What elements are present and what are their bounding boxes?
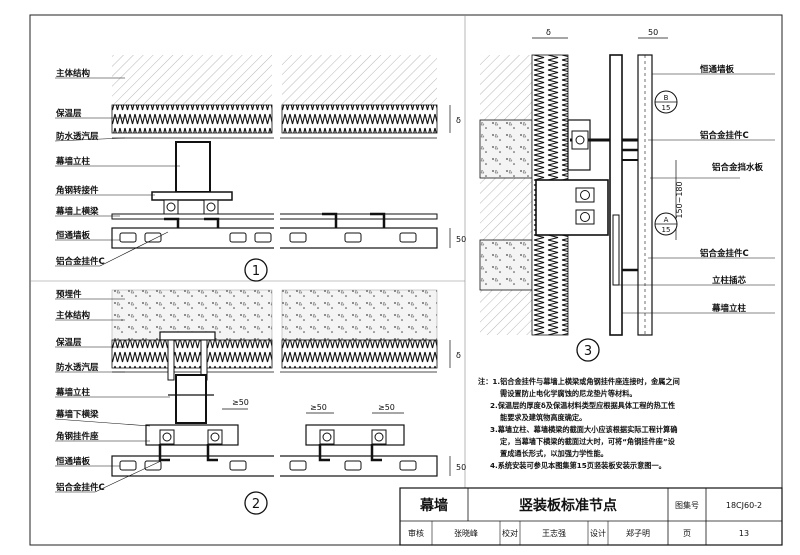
bolt [163,199,179,215]
bolt [575,187,595,203]
atlas-label: 图集号 [675,500,699,510]
main-structure [281,289,438,341]
label-lower-beam: 幕墙下横梁 [55,409,99,420]
curtain-wall-post [609,54,623,336]
main-structure-hatch [112,55,272,105]
title-sub: 竖装板标准节点 [519,497,617,514]
main-structure-hatch [282,55,437,105]
label-hanger-lower: 铝合金挂件C [700,248,749,259]
insulation-layer [281,339,438,369]
designer-name: 郑子明 [626,528,650,538]
label-angle-seat: 角钢挂件座 [56,431,99,442]
label-hanger: 铝合金挂件C [56,256,105,267]
dim-panel-label: 50 [456,463,466,472]
post-core [612,214,620,286]
note-line: 注：1.铝合金挂件与幕墙上横梁或角钢挂件座连接时，金属之间 [478,377,680,386]
insulation-layer [111,104,273,134]
note-line: 置成通长形式，以加强力学性能。 [500,449,608,458]
dim-spacing-b: ≥50 [310,403,327,412]
note-line: 能要求及建筑物高度确定。 [500,413,586,422]
embedded-part [159,331,216,341]
label-panel: 恒通墙板 [700,64,735,75]
bolt [319,429,335,445]
dim-spacing-a: ≥50 [232,398,249,407]
label-hanger: 铝合金挂件C [56,482,105,493]
label-post: 幕墙立柱 [55,156,91,167]
bolt [203,199,219,215]
slab-concrete [479,119,533,179]
callout-b: B 15 [654,90,678,114]
detail-3-marker [576,338,600,362]
note-line: 3.幕墙立柱、幕墙横梁的截面大小应该根据实际工程计算确 [490,425,677,434]
design-label: 设计 [590,528,606,538]
insulation-layer [281,104,438,134]
detail-2-labels: 预埋件 主体结构 保温层 防水透汽层 幕墙立柱 幕墙下横梁 角钢挂件座 恒通墙板… [54,289,170,493]
label-embedded-part: 预埋件 [56,289,82,300]
label-waterproof: 防水透汽层 [56,131,99,142]
label-panel: 恒通墙板 [56,456,91,467]
bolt [571,130,589,150]
anchor-bracket [535,179,609,236]
detail-2-number: 2 [252,497,260,512]
label-panel: 恒通墙板 [56,230,91,241]
note-line: 4.系统安装可参见本图集第15页竖装板安装示意图一。 [490,461,666,470]
label-post-core: 立柱插芯 [712,275,747,286]
dim-panel-label: 50 [456,235,466,244]
label-water-stop: 铝合金挡水板 [712,162,764,173]
callout-b-page: 15 [662,104,671,112]
dim-spacing-c: ≥50 [378,403,395,412]
checker-name: 王志强 [542,528,566,538]
bolt [207,429,223,445]
label-insulation: 保温层 [55,337,82,348]
dim-panel-label: 50 [648,28,658,37]
label-upper-beam: 幕墙上横梁 [55,206,99,217]
detail-1: δ 50 主体结构 保温层 防水透汽层 幕墙立柱 角钢转接件 幕墙上横梁 恒通墙… [54,50,466,282]
label-main-structure: 主体结构 [56,68,91,79]
label-post: 幕墙立柱 [711,303,747,314]
main-structure-hatch [480,55,532,335]
curtain-wall-post [175,374,207,424]
detail-3-number: 3 [584,344,592,359]
callout-a: A 15 [654,212,678,236]
note-line: 需设置防止电化学腐蚀的尼龙垫片等材料。 [500,389,637,398]
curtain-wall-post [175,141,211,193]
notes-block: 注：1.铝合金挂件与幕墙上横梁或角钢挂件座连接时，金属之间 需设置防止电化学腐蚀… [478,377,680,470]
dim-thickness-label: δ [456,116,461,125]
reviewer-name: 张晓峰 [454,528,478,538]
bolt [371,429,387,445]
page-number: 13 [739,529,749,538]
dim-thickness-label: δ [456,351,461,360]
detail-1-number: 1 [252,264,260,279]
label-hanger-upper: 铝合金挂件C [700,130,749,141]
detail-1-labels: 主体结构 保温层 防水透汽层 幕墙立柱 角钢转接件 幕墙上横梁 恒通墙板 铝合金… [54,68,180,267]
detail-2-marker [244,491,268,515]
title-main: 幕墙 [419,497,448,514]
page-label: 页 [683,529,691,538]
slab-concrete [479,239,533,291]
review-label: 审核 [408,528,424,538]
atlas-number: 18CJ60-2 [726,501,762,510]
label-main-structure: 主体结构 [56,310,91,321]
title-block: 幕墙 竖装板标准节点 图集号 18CJ60-2 审核 张晓峰 校对 王志强 设计… [399,487,783,546]
bolt [575,209,595,225]
label-waterproof: 防水透汽层 [56,362,99,373]
callout-a-letter: A [664,216,669,224]
label-post: 幕墙立柱 [55,387,91,398]
label-insulation: 保温层 [55,108,82,119]
detail-3: δ 50 150~180 B 15 A 15 恒通墙板 铝合金挂件C 铝合金挡水… [479,28,775,362]
dim-thickness-label: δ [546,28,551,37]
insulation-layer [111,339,273,369]
detail-1-marker [244,258,268,282]
note-line: 定，当幕墙下横梁的截面过大时，可将“角钢挂件座”设 [499,437,676,446]
note-line: 2.保温层的厚度δ及保温材料类型应根据具体工程的热工性 [490,401,675,410]
dim-range-label: 150~180 [675,181,684,218]
label-angle-connector: 角钢转接件 [56,185,99,196]
callout-b-letter: B [664,94,669,102]
check-label: 校对 [502,528,518,538]
callout-a-page: 15 [662,226,671,234]
detail-3-labels: 恒通墙板 铝合金挂件C 铝合金挡水板 铝合金挂件C 立柱插芯 幕墙立柱 [616,64,775,314]
bolt [159,429,175,445]
detail-2: δ 50 ≥50 ≥50 ≥50 预埋件 主体结构 保温层 防水透汽层 幕墙立柱… [54,285,466,515]
